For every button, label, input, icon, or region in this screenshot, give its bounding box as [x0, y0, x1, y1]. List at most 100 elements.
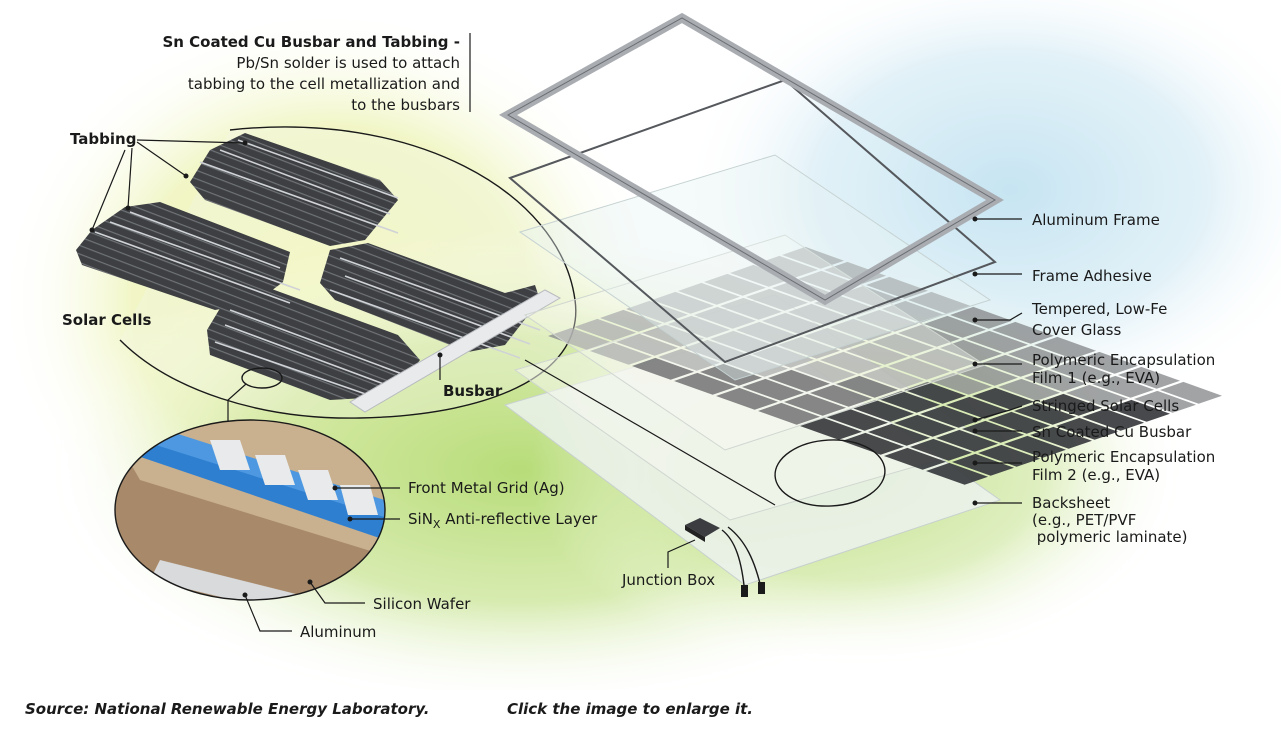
module-cell	[1008, 345, 1071, 368]
tabbing-ribbons	[94, 139, 541, 400]
module-cell	[950, 306, 1013, 329]
module-cell	[1108, 399, 1171, 422]
module-cell	[836, 375, 899, 398]
module-cell	[652, 291, 715, 314]
module-cell	[1030, 426, 1093, 449]
module-cell	[788, 303, 851, 326]
busbar-note-line: Pb/Sn solder is used to attach	[236, 54, 460, 72]
layer-label: Aluminum Frame	[1032, 211, 1160, 229]
layer-label: Cover Glass	[1032, 321, 1121, 339]
module-cell	[758, 402, 821, 425]
layer-label: Tempered, Low-Fe	[1031, 300, 1167, 318]
module-cell	[616, 333, 679, 356]
module-cell	[716, 387, 779, 410]
frame-adhesive	[508, 78, 997, 364]
module-cell	[1134, 390, 1197, 413]
module-cell	[1034, 336, 1097, 359]
module-cell	[1066, 384, 1129, 407]
source-caption: Source: National Renewable Energy Labora…	[25, 700, 430, 718]
module-cell	[642, 324, 705, 347]
module-cell	[668, 315, 731, 338]
aluminum-label: Aluminum	[300, 623, 376, 641]
module-cell	[632, 357, 695, 380]
module-cell	[1024, 369, 1087, 392]
layer-leaders	[974, 218, 1023, 504]
junction-box	[685, 518, 720, 537]
module-cell	[574, 318, 637, 341]
module-cell	[978, 444, 1041, 467]
module-cell	[908, 291, 971, 314]
module-cell	[1082, 408, 1145, 431]
module-cell	[982, 354, 1045, 377]
layer-label: Sn Coated Cu Busbar	[1032, 423, 1192, 441]
solar-cells-group	[76, 133, 562, 413]
module-cell	[992, 321, 1055, 344]
module-cell	[1050, 360, 1113, 383]
module-cell	[856, 309, 919, 332]
module-cell	[872, 333, 935, 356]
silicon-wafer-label: Silicon Wafer	[373, 595, 471, 613]
module-cell	[946, 396, 1009, 419]
busbar-note-line: to the busbars	[351, 96, 460, 114]
module-cell	[972, 387, 1035, 410]
module-cell	[1160, 381, 1223, 404]
module-cell	[998, 378, 1061, 401]
module-cell	[888, 357, 951, 380]
layer-label: Frame Adhesive	[1032, 267, 1152, 285]
module-cell	[962, 420, 1025, 443]
module-cell	[694, 306, 757, 329]
module-cell	[926, 462, 989, 485]
module-cell	[920, 405, 983, 428]
module-cell	[820, 351, 883, 374]
cover-glass	[518, 154, 992, 381]
tabbing-leaders	[91, 33, 471, 380]
module-cell	[730, 264, 793, 287]
module-cell	[756, 255, 819, 278]
module-cell	[590, 342, 653, 365]
module-cell	[674, 372, 737, 395]
module-cell	[746, 288, 809, 311]
layer-label: Stringed Solar Cells	[1032, 397, 1179, 415]
module-cell	[1076, 351, 1139, 374]
module-cell	[778, 336, 841, 359]
module-cell	[684, 339, 747, 362]
module-cell	[742, 378, 805, 401]
module-cell	[878, 390, 941, 413]
module-cell	[846, 342, 909, 365]
module-cell	[826, 408, 889, 431]
layer-label: Film 1 (e.g., EVA)	[1032, 369, 1160, 387]
module-cell	[658, 348, 721, 371]
layer-labels: Aluminum Frame Frame Adhesive Tempered, …	[1031, 211, 1215, 546]
module-cell	[736, 321, 799, 344]
layer-label: Backsheet	[1032, 494, 1110, 512]
solar-cell	[190, 133, 398, 246]
solar-module-exploded-diagram[interactable]: Sn Coated Cu Busbar and Tabbing - Pb/Sn …	[0, 0, 1281, 690]
module-cell	[852, 399, 915, 422]
module-cell	[936, 429, 999, 452]
module-cell	[800, 417, 863, 440]
module-cell	[548, 327, 611, 350]
layer-label: Film 2 (e.g., EVA)	[1032, 466, 1160, 484]
solar-cell	[207, 284, 420, 400]
module-cell	[784, 393, 847, 416]
module-cell	[804, 327, 867, 350]
module-cell	[700, 363, 763, 386]
module-cell	[894, 414, 957, 437]
module-layers	[498, 12, 1223, 597]
module-cell	[910, 438, 973, 461]
module-cell	[1092, 375, 1155, 398]
cross-section-outline	[114, 419, 386, 601]
front-metal-grid-label: Front Metal Grid (Ag)	[408, 479, 565, 497]
module-cell	[794, 360, 857, 383]
layer-label: Polymeric Encapsulation	[1032, 351, 1215, 369]
busbar-label: Busbar	[443, 382, 503, 400]
module-cell	[752, 345, 815, 368]
module-cell	[600, 309, 663, 332]
module-cell	[862, 366, 925, 389]
layer-label: Polymeric Encapsulation	[1032, 448, 1215, 466]
module-cell	[884, 447, 947, 470]
module-cell	[868, 423, 931, 446]
enlarge-image-link[interactable]: Click the image to enlarge it.	[507, 700, 754, 718]
module-cell	[768, 369, 831, 392]
module-cell	[720, 297, 783, 320]
